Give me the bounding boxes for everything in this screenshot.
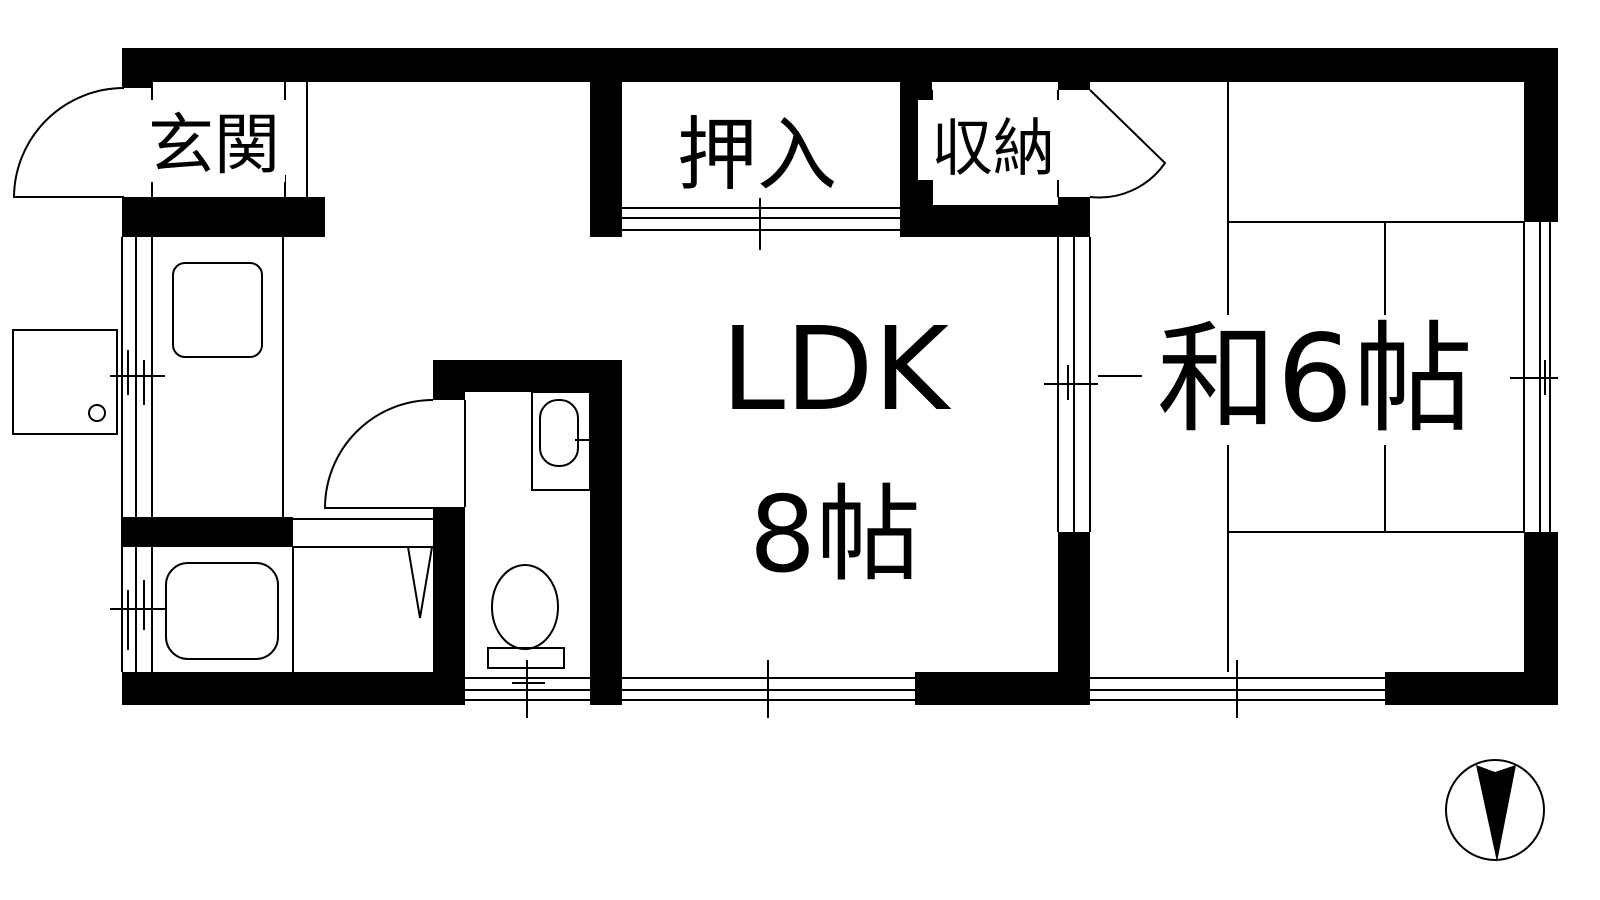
tatami-lines	[1227, 82, 1524, 672]
windows	[110, 198, 1558, 718]
north-arrow-icon	[1445, 759, 1545, 862]
fixtures	[12, 237, 591, 672]
ldk-label: LDK	[721, 303, 952, 437]
bathtub-icon	[165, 562, 279, 660]
storage-label: 収納	[931, 112, 1055, 185]
entrance-label: 玄関	[148, 107, 280, 184]
oshiire-label: 押入	[677, 109, 837, 202]
toilet-icon	[491, 564, 559, 650]
japanese-room-label: 和6帖	[1157, 311, 1473, 450]
ldk-size-label: 8帖	[749, 474, 921, 596]
washing-machine-icon	[172, 262, 263, 358]
outdoor-unit-icon	[12, 329, 118, 435]
walls	[122, 48, 1558, 705]
